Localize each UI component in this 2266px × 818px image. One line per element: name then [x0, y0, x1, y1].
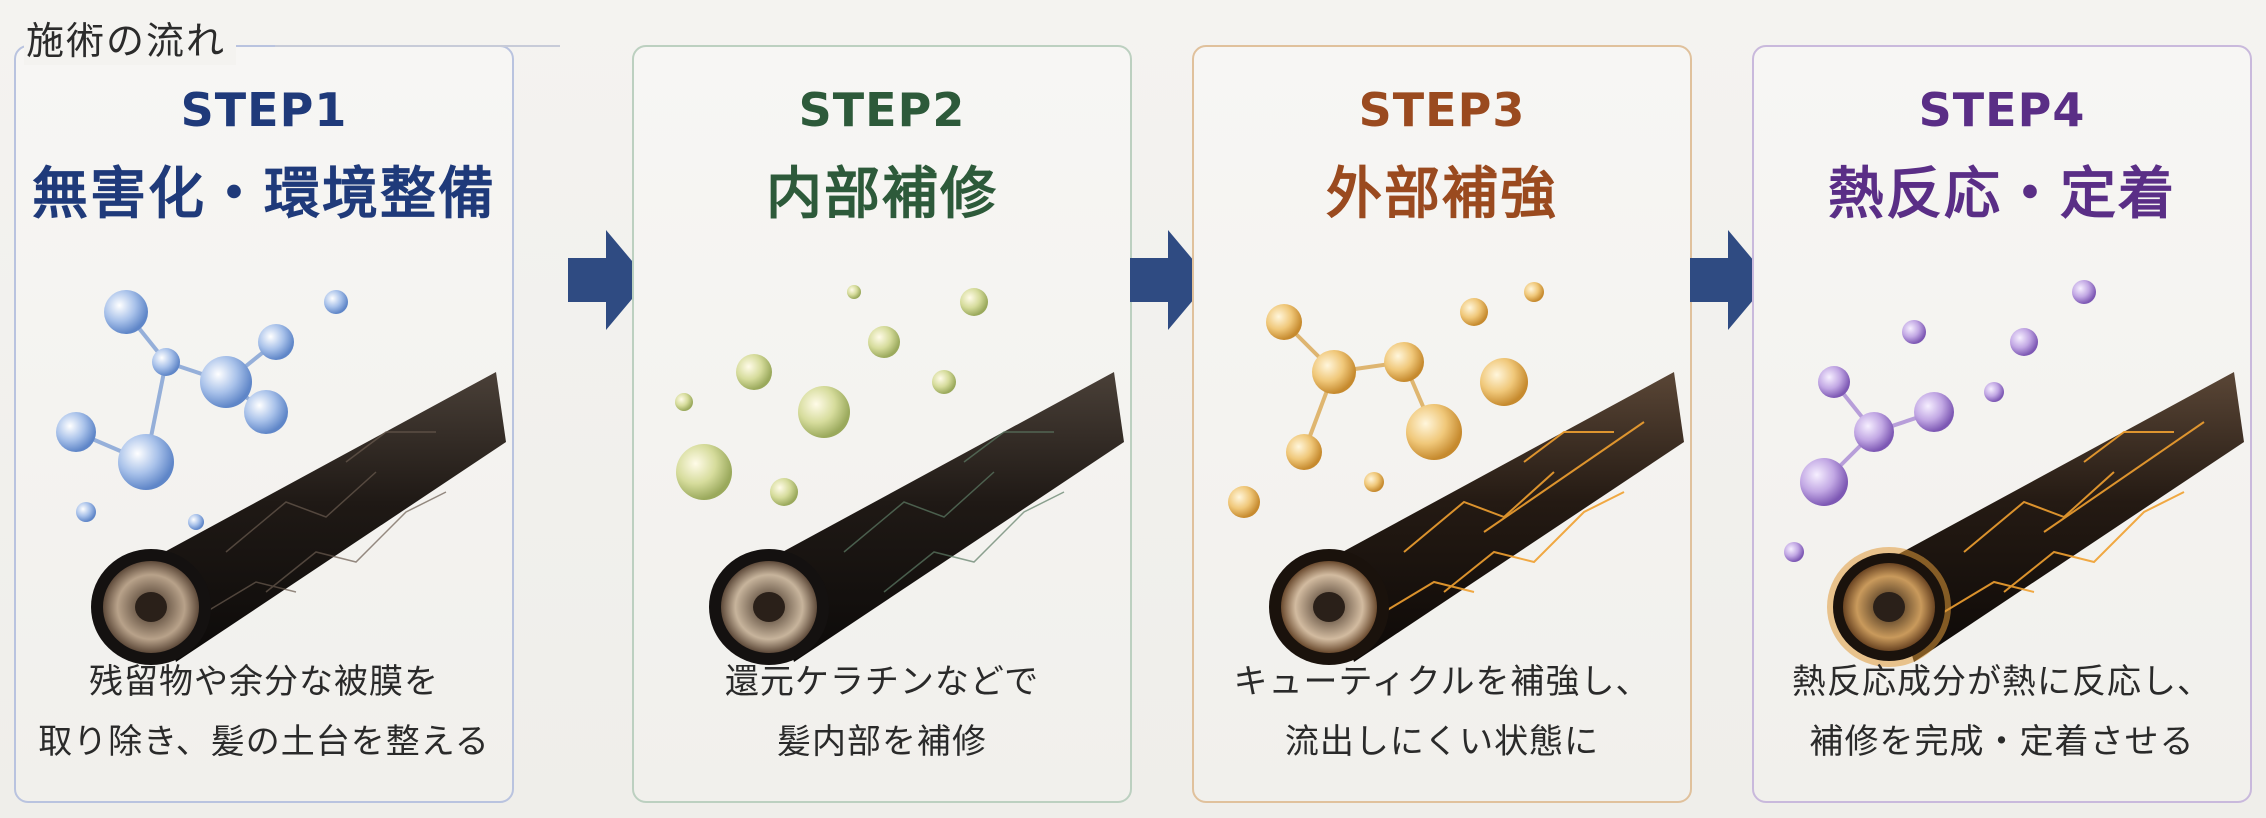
desc-line-1: 熱反応成分が熱に反応し、	[1792, 662, 2212, 702]
hair-illustration-outer-reinforce	[1228, 282, 1684, 665]
step-description: 還元ケラチンなどで 髪内部を補修	[634, 652, 1130, 772]
desc-line-1: 残留物や余分な被膜を	[89, 662, 439, 702]
desc-line-2: 髪内部を補修	[777, 722, 987, 762]
arrow-right-icon	[1690, 230, 1770, 330]
step-description: キューティクルを補強し、 流出しにくい状態に	[1194, 652, 1690, 772]
section-title: 施術の流れ	[24, 10, 237, 65]
step-label: STEP3	[1358, 83, 1526, 137]
hair-illustration-inner-repair	[675, 285, 1124, 665]
hair-illustration-heat-fixation	[1784, 280, 2244, 667]
step-card-1: STEP1 無害化・環境整備	[14, 45, 514, 803]
desc-line-1: キューティクルを補強し、	[1233, 662, 1651, 702]
hair-illustration-detox	[56, 290, 506, 665]
step-title: 熱反応・定着	[1828, 162, 2176, 227]
step-title: 外部補強	[1326, 162, 1558, 227]
desc-line-2: 補修を完成・定着させる	[1809, 722, 2195, 762]
arrow-right-icon	[1130, 230, 1210, 330]
desc-line-2: 取り除き、髪の土台を整える	[38, 722, 490, 762]
arrow-right-icon	[568, 230, 648, 330]
step-label: STEP2	[798, 83, 966, 137]
step-title: 内部補修	[766, 162, 998, 227]
step-label: STEP1	[180, 83, 348, 137]
desc-line-2: 流出しにくい状態に	[1284, 722, 1600, 762]
step-card-4: STEP4 熱反応・定着	[1752, 45, 2252, 803]
step-card-3: STEP3 外部補強	[1192, 45, 1692, 803]
step-label: STEP4	[1918, 83, 2086, 137]
step-card-2: STEP2 内部補修	[632, 45, 1132, 803]
step-description: 熱反応成分が熱に反応し、 補修を完成・定着させる	[1754, 652, 2250, 772]
step-title: 無害化・環境整備	[32, 162, 496, 227]
step-description: 残留物や余分な被膜を 取り除き、髪の土台を整える	[16, 652, 512, 772]
desc-line-1: 還元ケラチンなどで	[724, 662, 1040, 702]
